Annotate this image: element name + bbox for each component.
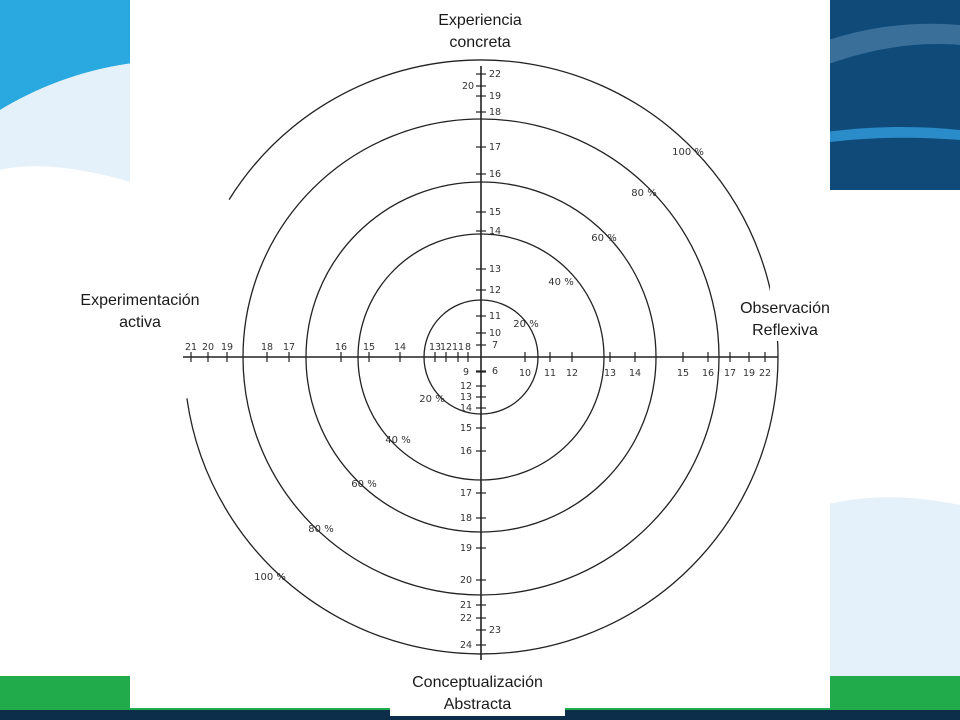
scale-right-15: 15 — [677, 368, 689, 379]
ring-label-100-upper: 100 % — [672, 147, 704, 158]
scale-right-10: 10 — [519, 368, 531, 379]
scale-up-18: 18 — [489, 107, 501, 118]
axis-label-concrete-experience: Experiencia concreta — [438, 12, 522, 51]
scale-left-11: 11 — [452, 342, 464, 353]
scale-down-17: 17 — [460, 488, 472, 499]
scale-left-20: 20 — [202, 342, 214, 353]
ring-label-20-lower: 20 % — [419, 394, 444, 405]
scale-up-17: 17 — [489, 142, 501, 153]
scale-left-12: 12 — [440, 342, 452, 353]
ring-label-40-lower: 40 % — [385, 435, 410, 446]
scale-left-18: 18 — [261, 342, 273, 353]
scale-up-13: 13 — [489, 264, 501, 275]
scale-down-24: 24 — [460, 640, 472, 651]
scale-down-22: 22 — [460, 613, 472, 624]
scale-left-15: 15 — [363, 342, 375, 353]
scale-left-19: 19 — [221, 342, 233, 353]
scale-left-13: 13 — [429, 342, 441, 353]
ring-label-80-lower: 80 % — [308, 524, 333, 535]
top-right-band-highlight — [780, 23, 960, 85]
scale-up-12: 12 — [489, 285, 501, 296]
scale-down-18: 18 — [460, 513, 472, 524]
scale-up-22: 22 — [489, 69, 501, 80]
scale-down-14: 14 — [460, 403, 472, 414]
ring-label-20-upper: 20 % — [513, 319, 538, 330]
scale-right-17: 17 — [724, 368, 736, 379]
scale-down-12: 12 — [460, 381, 472, 392]
scale-down-20: 20 — [460, 575, 472, 586]
scale-left-21: 21 — [185, 342, 197, 353]
scale-up-16: 16 — [489, 169, 501, 180]
scale-down-15: 15 — [460, 423, 472, 434]
scale-up-10: 10 — [489, 328, 501, 339]
diagram-panel — [130, 0, 830, 708]
scale-right-14: 14 — [629, 368, 641, 379]
ring-label-60-upper: 60 % — [591, 233, 616, 244]
scale-up-14: 14 — [489, 226, 501, 237]
scale-left-14: 14 — [394, 342, 406, 353]
scale-up-19: 19 — [489, 91, 501, 102]
axis-label-active-experimentation: Experimentación activa — [80, 292, 200, 331]
scale-up-7: 7 — [492, 340, 498, 351]
scale-down-6: 6 — [492, 366, 498, 377]
scale-up-20: 20 — [462, 81, 474, 92]
scale-right-19: 19 — [743, 368, 755, 379]
scale-left-16: 16 — [335, 342, 347, 353]
scale-left-17: 17 — [283, 342, 295, 353]
ring-100 — [186, 59, 779, 655]
scale-down-9: 9 — [463, 367, 469, 378]
scale-down-19: 19 — [460, 543, 472, 554]
scale-up-11: 11 — [489, 311, 501, 322]
scale-right-13: 13 — [604, 368, 616, 379]
ring-100-gap-right — [770, 285, 788, 341]
scale-down-21: 21 — [460, 600, 472, 611]
ring-label-40-upper: 40 % — [548, 277, 573, 288]
scale-right-22: 22 — [759, 368, 771, 379]
scale-down-16: 16 — [460, 446, 472, 457]
scale-left-8: 8 — [465, 342, 471, 353]
scale-down-13: 13 — [460, 392, 472, 403]
ring-label-100-lower: 100 % — [254, 572, 286, 583]
scale-right-16: 16 — [702, 368, 714, 379]
axis-label-reflective-observation: Observación Reflexiva — [740, 300, 830, 339]
scale-right-12: 12 — [566, 368, 578, 379]
scale-right-11: 11 — [544, 368, 556, 379]
ring-label-80-upper: 80 % — [631, 188, 656, 199]
ring-label-60-lower: 60 % — [351, 479, 376, 490]
scale-up-15: 15 — [489, 207, 501, 218]
axis-label-abstract-conceptualization: Conceptualización Abstracta — [390, 672, 565, 716]
scale-down-23: 23 — [489, 625, 501, 636]
